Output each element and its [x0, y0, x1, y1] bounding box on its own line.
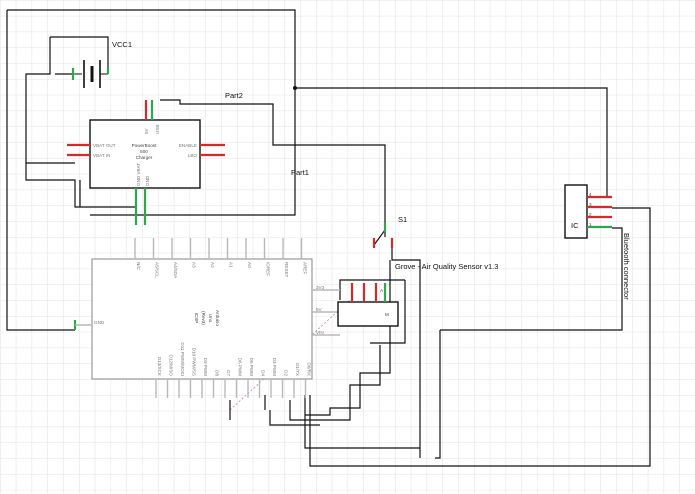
arduino-top-pin-label: A3 — [192, 262, 197, 268]
powerboost-vbat-in: VBAT IN — [93, 153, 110, 158]
arduino-name-4: ICSP — [194, 313, 199, 324]
arduino-bottom-pin-label: D2 — [284, 370, 289, 376]
arduino-left-pins: 3V3 5V VIN — [312, 285, 340, 336]
powerboost-title-1: PowerBoost — [132, 143, 157, 148]
arduino-bottom-pin-label: D12/MISO — [169, 355, 174, 377]
arduino-bottom-pin-label: D6 PWM — [238, 358, 243, 377]
battery-vcc1: VCC1 — [71, 40, 132, 88]
junction-dot — [293, 86, 297, 90]
arduino-pin-5v: 5V — [316, 307, 323, 312]
s1-label: S1 — [398, 215, 407, 224]
arduino-name-1: Arduino — [215, 310, 220, 326]
bt-pin-4: 4 — [589, 192, 592, 197]
arduino-bottom-pin-label: D3 PWM — [272, 358, 277, 377]
arduino-bottom-pin-label: D5 PWM — [249, 358, 254, 377]
arduino-bottom-pin-label: D4 — [261, 370, 266, 376]
arduino-bottom-pin-label: D13/SCK — [157, 357, 162, 377]
bt-pin-3: 3 — [589, 202, 592, 207]
powerboost-top-pin-1: 5V — [144, 127, 149, 134]
arduino-top-pin-label: AREF — [303, 262, 308, 274]
arduino-bottom-pin-label: D8 — [215, 370, 220, 376]
arduino-top-pin-label: A1 — [229, 262, 234, 268]
bluetooth-connector: 4 3 2 1 IC Bluetooth connector — [564, 184, 631, 300]
bt-pin-1: 1 — [589, 222, 592, 227]
arduino-top-pin-label: A5/SCL — [155, 262, 160, 278]
powerboost-title-2: 500 — [140, 149, 148, 154]
arduino-bottom-pins: D13/SCK D12/MISO D11 PWM/MOSI D10 PWM/SS D9 … — [155, 342, 312, 398]
sensor-pin-label: M — [385, 312, 389, 317]
arduino-top-pin-label: A0 — [247, 262, 252, 268]
powerboost-bottom-pin-2: GND — [145, 175, 150, 186]
arduino-top-pins: N/C A5/SCL A4/SDA A3 A2 A1 A0 IOREF RESET AREF — [134, 238, 308, 279]
bt-pin-2: 2 — [589, 212, 592, 217]
arduino-top-pin-label: RESET — [284, 262, 289, 278]
powerboost-top-pin-2: USB — [155, 125, 160, 134]
arduino-name-2: Uno — [208, 314, 213, 323]
arduino-top-pin-label: IOREF — [266, 262, 271, 276]
powerboost-lbo: LBO — [188, 153, 198, 158]
arduino-top-pin-label: A2 — [210, 262, 215, 268]
arduino-bottom-pin-label: D1/TX — [295, 363, 300, 376]
grove-sensor: M A — [337, 283, 399, 327]
ic-label: IC — [571, 221, 579, 230]
arduino-bottom-pin-label: D0/RX — [307, 362, 312, 376]
arduino-pin-3v3: 3V3 — [316, 285, 325, 290]
arduino-bottom-pin-label: D7 — [226, 370, 231, 376]
arduino-bottom-pin-label: D9 PWM — [203, 358, 208, 377]
part2-label: Part2 — [225, 91, 243, 100]
powerboost-title-3: Charger — [136, 155, 153, 160]
arduino-name-3: (Rev3) — [201, 311, 206, 325]
powerboost-bottom-pin-1: GND VBAT — [136, 163, 141, 186]
arduino-uno: Arduino Uno (Rev3) ICSP GND 3V3 5V VIN N… — [73, 238, 340, 398]
arduino-pin-vin: VIN — [316, 330, 324, 335]
switch-s1: S1 — [372, 215, 407, 248]
arduino-bottom-pin-label: D11 PWM/MOSI — [180, 342, 185, 376]
wires — [6, 9, 651, 467]
arduino-gnd-label: GND — [94, 320, 105, 325]
grove-label: Grove - Air Quality Sensor v1.3 — [395, 262, 498, 271]
arduino-top-pin-label: N/C — [136, 262, 141, 271]
arduino-bottom-pin-label: D10 PWM/SS — [192, 348, 197, 376]
bluetooth-label: Bluetooth connector — [622, 233, 631, 300]
powerboost-enable: ENABLE — [179, 143, 197, 148]
powerboost-charger: PowerBoost 500 Charger VBAT OUT VBAT IN … — [67, 100, 225, 225]
part1-label: Part1 — [291, 168, 309, 177]
powerboost-vbat-out: VBAT OUT — [93, 143, 116, 148]
vcc1-label: VCC1 — [112, 40, 132, 49]
sensor-pin-top: A — [380, 288, 384, 293]
arduino-top-pin-label: A4/SDA — [173, 262, 178, 279]
